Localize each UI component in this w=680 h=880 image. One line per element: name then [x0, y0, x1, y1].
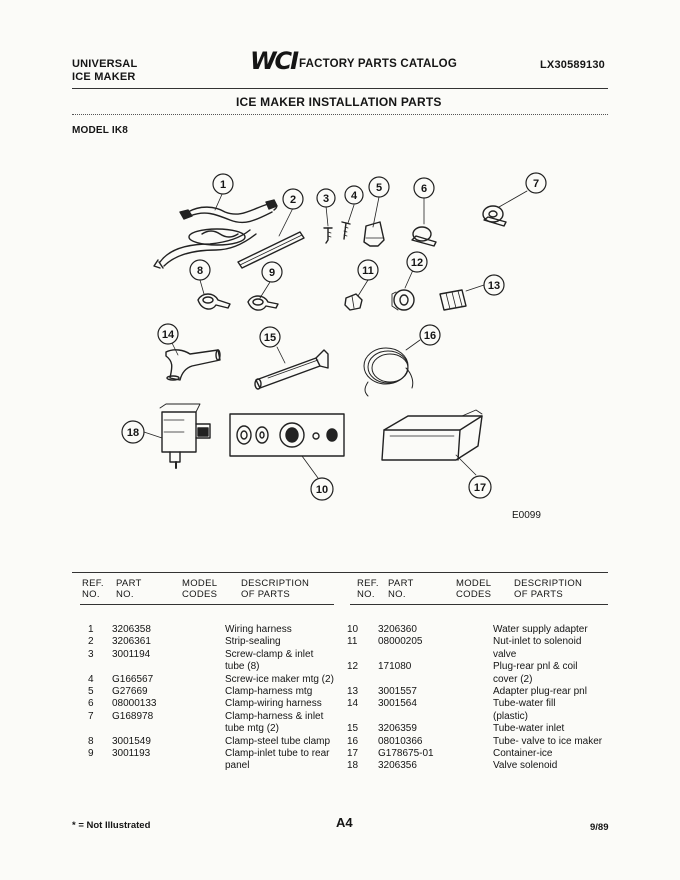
catalog-title: FACTORY PARTS CATALOG	[299, 58, 457, 70]
wiring-harness-drawing	[153, 199, 278, 269]
table-row: 4	[88, 673, 94, 685]
tube-water-fill-drawing	[165, 349, 221, 381]
callout-2: 2	[290, 194, 296, 206]
callout-11: 11	[362, 265, 374, 277]
catalog-number: LX30589130	[540, 59, 605, 71]
callout-16: 16	[424, 330, 436, 342]
table-row: 13	[347, 686, 359, 698]
callout-17: 17	[474, 482, 486, 494]
callout-10: 10	[316, 484, 328, 496]
left-ref-column: 1 2 3 4 5 6 7 8 9	[88, 624, 94, 760]
clamp-harness-inlet-drawing	[482, 205, 507, 227]
valve-solenoid-drawing	[159, 403, 211, 469]
table-row: 5	[88, 686, 94, 698]
section-divider	[72, 114, 608, 115]
diagram-code: E0099	[512, 510, 541, 521]
left-desc-column: Wiring harness Strip-sealing Screw-clamp…	[225, 624, 334, 772]
clamp-wiring-harness-drawing	[411, 226, 437, 247]
callout-13: 13	[488, 280, 500, 292]
header-underline-left	[80, 604, 334, 605]
callout-circles	[121, 172, 547, 501]
brand-left-line2: ICE MAKER	[72, 71, 136, 83]
callout-8: 8	[197, 265, 203, 277]
container-ice-drawing	[381, 409, 483, 461]
screw-ice-maker-drawing	[341, 221, 351, 240]
header-model-right: MODEL CODES	[456, 578, 492, 600]
table-row: 3	[88, 648, 94, 660]
tube-coil-drawing	[363, 347, 414, 397]
header-desc-right: DESCRIPTION OF PARTS	[514, 578, 583, 600]
table-row: 7	[88, 710, 94, 722]
table-row: 11	[347, 636, 358, 648]
header-ref-left: REF. NO.	[82, 578, 104, 600]
callout-12: 12	[411, 257, 423, 269]
table-row: 18	[347, 760, 359, 772]
header-model-left: MODEL CODES	[182, 578, 218, 600]
table-row: 16	[347, 735, 359, 747]
header-desc-left: DESCRIPTION OF PARTS	[241, 578, 310, 600]
callout-15: 15	[264, 332, 276, 344]
clamp-inlet-tube-drawing	[247, 295, 279, 311]
not-illustrated-note: * = Not Illustrated	[72, 820, 151, 831]
table-row: 1	[88, 624, 94, 635]
callout-7: 7	[533, 178, 539, 190]
parts-table: REF. NO. PART NO. MODEL CODES DESCRIPTIO…	[0, 578, 680, 778]
water-supply-adapter-drawing	[229, 413, 345, 457]
leader-lines	[143, 190, 528, 479]
tube-water-inlet-drawing	[254, 349, 329, 390]
screw-drawing	[323, 227, 333, 244]
callout-5: 5	[376, 182, 382, 194]
table-row: 15	[347, 723, 359, 735]
wci-logo: WCI	[250, 47, 299, 75]
callout-6: 6	[421, 183, 427, 195]
model-label: MODEL IK8	[72, 125, 129, 136]
callout-4: 4	[351, 190, 358, 202]
brand-left-line1: UNIVERSAL	[72, 58, 138, 70]
callout-9: 9	[269, 267, 275, 279]
header-divider	[72, 88, 608, 89]
header-ref-right: REF. NO.	[357, 578, 379, 600]
callout-14: 14	[162, 329, 175, 341]
nut-drawing	[344, 293, 363, 311]
table-row: 17	[347, 748, 359, 760]
adapter-plug-drawing	[439, 289, 467, 311]
right-part-column: 3206360 08000205 171080 3001557 3001564 …	[378, 624, 434, 772]
right-desc-column: Water supply adapter Nut-inlet to soleno…	[493, 624, 603, 772]
table-row: 6	[88, 698, 94, 710]
table-row: 14	[347, 698, 359, 710]
callout-3: 3	[323, 193, 329, 205]
strip-sealing-drawing	[237, 231, 305, 269]
table-row: 9	[88, 748, 94, 760]
left-part-column: 3206358 3206361 3001194 G166567 G27669 0…	[112, 624, 157, 760]
clamp-harness-mtg-drawing	[363, 221, 385, 247]
section-title: ICE MAKER INSTALLATION PARTS	[236, 95, 442, 109]
header-part-right: PART NO.	[388, 578, 414, 600]
table-row: 10	[347, 624, 359, 635]
header-underline-right	[350, 604, 608, 605]
callout-1: 1	[220, 179, 226, 191]
revision-date: 9/89	[590, 822, 609, 833]
table-top-rule	[72, 572, 608, 573]
header-part-left: PART NO.	[116, 578, 142, 600]
parts-diagram: 1 2 3 4 5 6 7 8 9 10 11 12 13 14 15 16 1…	[121, 172, 547, 501]
callout-18: 18	[127, 427, 139, 439]
table-row: 8	[88, 735, 94, 747]
table-row: 12	[347, 661, 359, 673]
table-row: 2	[88, 636, 94, 648]
plug-drawing	[391, 289, 415, 311]
page-number: A4	[336, 815, 353, 830]
right-ref-column: 10 11 12 13 14 15 16 17 18	[347, 624, 358, 773]
clamp-steel-tube-drawing	[197, 293, 231, 310]
